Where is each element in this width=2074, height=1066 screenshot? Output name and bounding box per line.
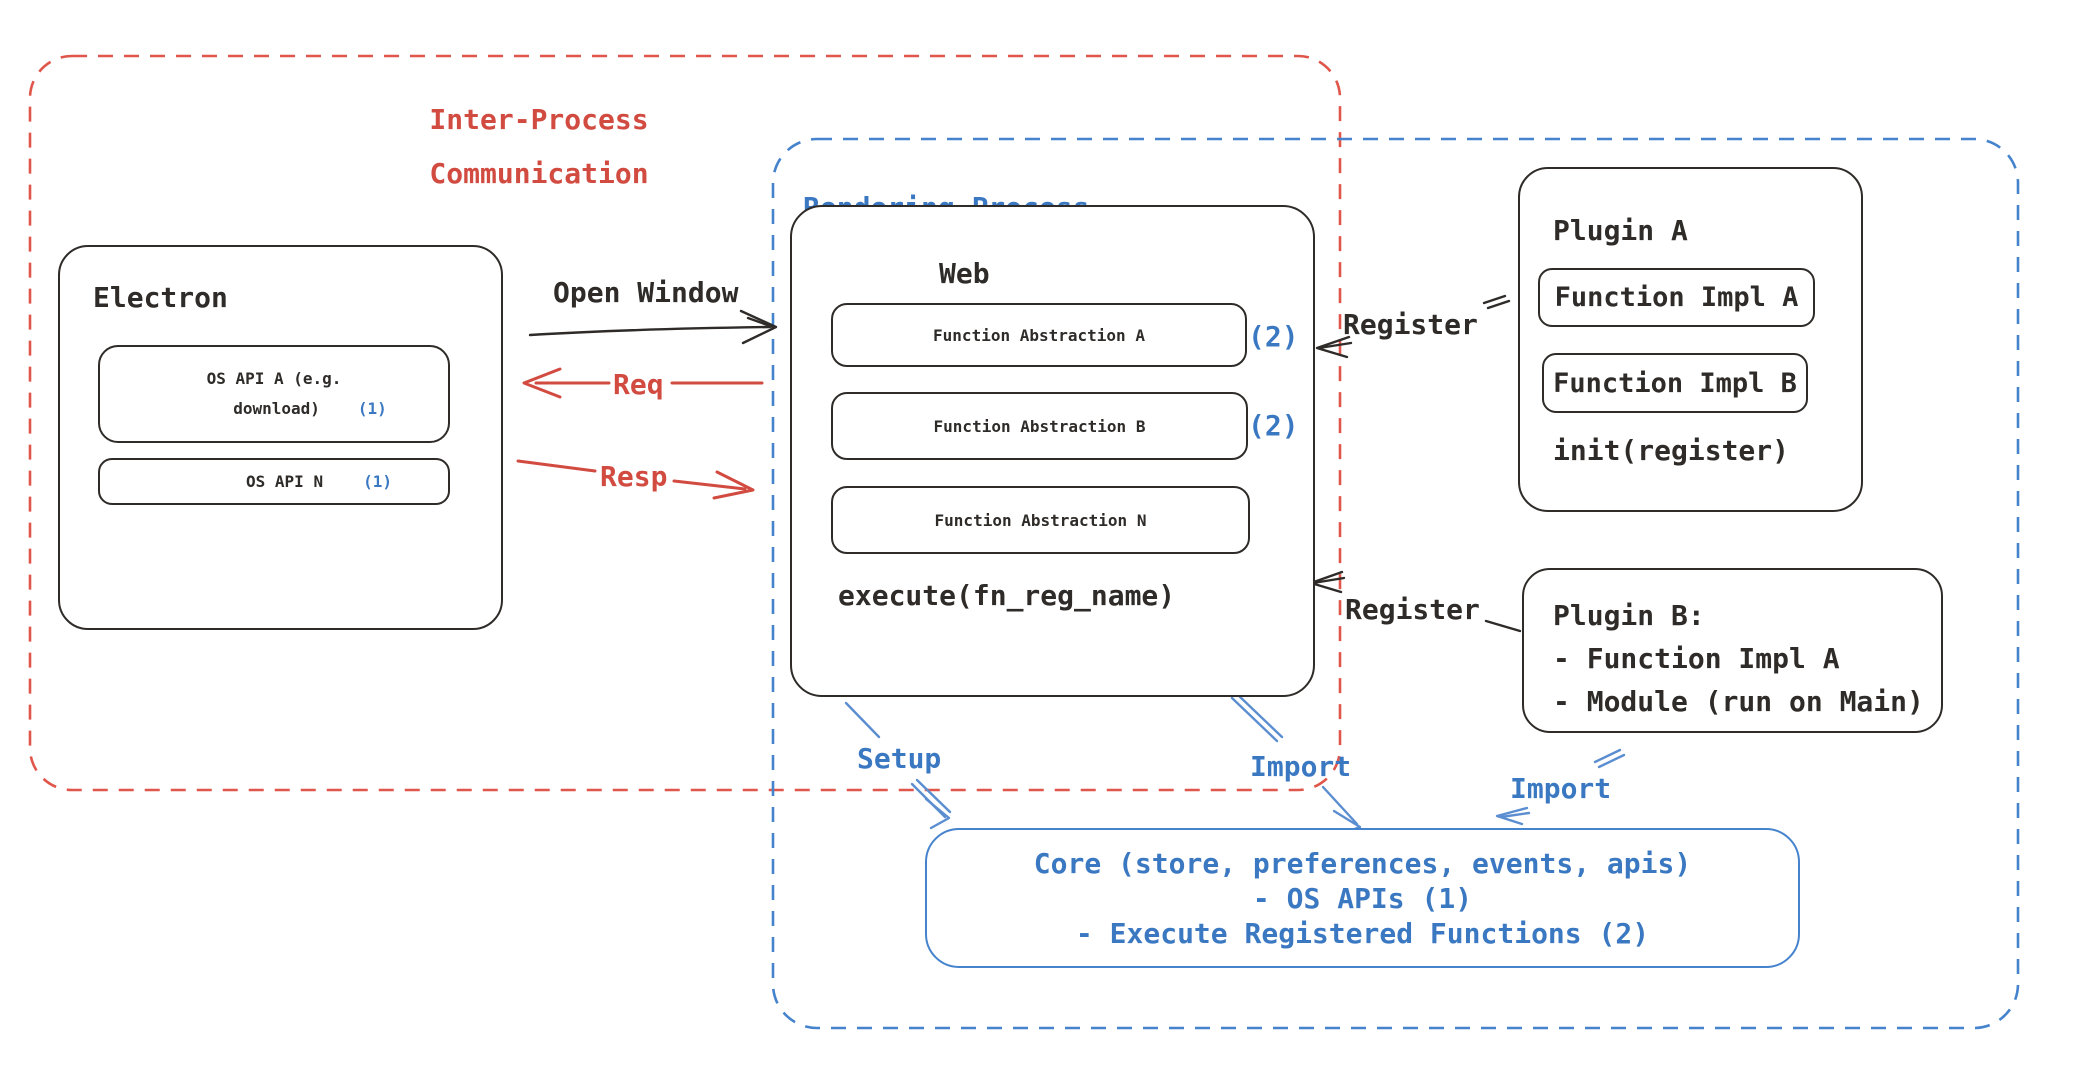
plugin-a-impl-a-box: Function Impl A (1538, 268, 1815, 327)
ipc-title-line1: Inter-Process (429, 103, 649, 136)
plugin-a-init-label: init(register) (1553, 434, 1790, 467)
os-api-n-label: OS API N(1) (246, 472, 392, 491)
import-web-label: Import (1250, 750, 1352, 783)
execute-label: execute(fn_reg_name) (838, 579, 1176, 612)
plugin-b-box (1522, 568, 1943, 733)
plugin-b-item1: - Function Impl A (1553, 642, 1840, 675)
req-label: Req (613, 368, 664, 401)
os-api-a-box: OS API A (e.g. download)(1) (98, 345, 450, 443)
function-abstraction-n-label: Function Abstraction N (934, 510, 1147, 530)
plugin-b-item2: - Module (run on Main) (1553, 685, 1924, 718)
register-top-label: Register (1343, 308, 1478, 341)
plugin-a-box (1518, 167, 1863, 512)
open-window-label: Open Window (553, 276, 739, 309)
register-bottom-label: Register (1345, 593, 1480, 626)
core-line3: - Execute Registered Functions (2) (1075, 916, 1650, 950)
electron-title: Electron (93, 281, 228, 314)
ipc-title-line2: Communication (429, 157, 649, 190)
plugin-b-title: Plugin B: (1553, 599, 1705, 632)
os-api-a-tag: (1) (357, 399, 387, 418)
os-api-a-line1: OS API A (e.g. (206, 369, 342, 388)
core-line2: - OS APIs (1) (1252, 881, 1473, 915)
plugin-a-impl-a-label: Function Impl A (1554, 282, 1799, 313)
os-api-a-line2: download)(1) (233, 399, 387, 418)
plugin-a-impl-b-box: Function Impl B (1542, 353, 1808, 413)
setup-label: Setup (857, 742, 942, 775)
function-abstraction-a-label: Function Abstraction A (933, 325, 1145, 345)
function-abstraction-b-box: Function Abstraction B (831, 392, 1248, 460)
os-api-n-box: OS API N(1) (98, 458, 450, 505)
function-abstraction-n-box: Function Abstraction N (831, 486, 1250, 554)
open-window-arrow (528, 309, 778, 345)
function-abstraction-a-tag: (2) (1248, 320, 1299, 353)
import-plugin-label: Import (1510, 772, 1612, 805)
function-abstraction-b-tag: (2) (1248, 409, 1299, 442)
function-abstraction-b-label: Function Abstraction B (933, 416, 1146, 436)
core-line1: Core (store, preferences, events, apis) (1033, 846, 1692, 880)
plugin-a-impl-b-label: Function Impl B (1553, 367, 1797, 399)
plugin-a-title: Plugin A (1553, 214, 1688, 247)
web-title: Web (939, 257, 990, 290)
resp-label: Resp (600, 460, 668, 493)
function-abstraction-a-box: Function Abstraction A (831, 303, 1247, 367)
os-api-n-tag: (1) (363, 472, 392, 491)
core-box: Core (store, preferences, events, apis) … (925, 828, 1800, 968)
